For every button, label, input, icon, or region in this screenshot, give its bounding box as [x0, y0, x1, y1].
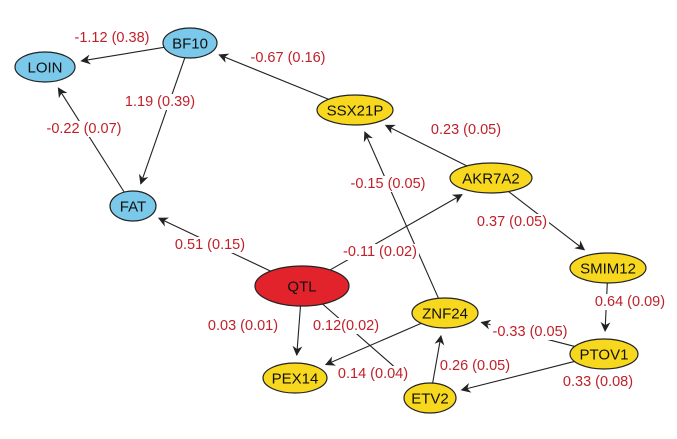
edge-arrow-qtl-to-pex14 — [292, 305, 303, 357]
edge-label-background — [205, 318, 281, 334]
edge-label-background — [341, 244, 419, 260]
edge-label-background — [44, 121, 124, 137]
edge-arrow-etv2-to-znf24 — [432, 334, 445, 384]
node-ellipse-loin — [14, 51, 76, 83]
node-pex14: PEX14 — [262, 362, 328, 394]
node-akr7a2: AKR7A2 — [449, 162, 533, 194]
edge-label-akr7a2-to-smim12: 0.37 (0.05) — [477, 214, 547, 230]
node-label-bf10: BF10 — [172, 36, 208, 53]
node-label-loin: LOIN — [27, 60, 62, 77]
edge-label-background — [310, 318, 382, 334]
edge-label-znf24-to-pex14: 0.14 (0.04) — [338, 366, 408, 382]
edge-label-fat-to-loin: -0.22 (0.07) — [47, 121, 122, 137]
edge-label-background — [172, 237, 248, 253]
node-znf24: ZNF24 — [411, 297, 479, 329]
node-label-znf24: ZNF24 — [422, 306, 468, 323]
edge-label-background — [248, 50, 328, 66]
node-ssx21p: SSX21P — [316, 94, 394, 126]
node-ellipse-fat — [109, 190, 157, 222]
node-smim12: SMIM12 — [569, 252, 647, 284]
node-ellipse-akr7a2 — [449, 162, 533, 194]
edge-label-background — [490, 324, 570, 340]
edge-arrow-znf24-to-ssx21p — [363, 131, 439, 299]
node-ellipse-ssx21p — [316, 94, 394, 126]
edge-label-znf24-to-ssx21p: -0.15 (0.05) — [351, 176, 426, 192]
edge-label-ptov1-to-znf24: -0.33 (0.05) — [493, 324, 568, 340]
node-label-fat: FAT — [120, 199, 146, 216]
node-bf10: BF10 — [162, 27, 218, 59]
edge-label-bf10-to-fat: 1.19 (0.39) — [125, 94, 195, 110]
edge-label-background — [122, 94, 198, 110]
node-label-qtl: QTL — [287, 279, 316, 296]
edge-label-bf10-to-loin: -1.12 (0.38) — [75, 30, 150, 46]
edge-arrow-ssx21p-to-bf10 — [218, 53, 329, 100]
edge-label-qtl-to-fat: 0.51 (0.15) — [175, 237, 245, 253]
node-ellipse-ptov1 — [569, 338, 639, 370]
edge-arrow-znf24-to-pex14 — [324, 322, 422, 366]
edge-label-background — [348, 176, 428, 192]
node-label-smim12: SMIM12 — [580, 261, 636, 278]
node-label-pex14: PEX14 — [272, 371, 319, 388]
edge-label-background — [474, 214, 550, 230]
node-ellipse-znf24 — [411, 297, 479, 329]
node-label-ptov1: PTOV1 — [580, 347, 629, 364]
node-label-etv2: ETV2 — [411, 391, 449, 408]
node-ptov1: PTOV1 — [569, 338, 639, 370]
edge-label-qtl-to-pex14: 0.03 (0.01) — [208, 318, 278, 334]
node-etv2: ETV2 — [403, 382, 457, 414]
edge-label-ptov1-to-etv2: 0.33 (0.08) — [563, 374, 633, 390]
edge-label-ssx21p-to-bf10: -0.67 (0.16) — [251, 50, 326, 66]
node-ellipse-pex14 — [262, 362, 328, 394]
edge-label-qtl-to-akr7a2: -0.11 (0.02) — [343, 244, 417, 260]
edge-label-akr7a2-to-ssx21p: 0.23 (0.05) — [431, 122, 501, 138]
edge-label-background — [72, 30, 152, 46]
edge-label-background — [592, 294, 668, 310]
edge-label-etv2-to-znf24: 0.26 (0.05) — [440, 358, 510, 374]
edge-label-smim12-to-ptov1: 0.64 (0.09) — [595, 294, 665, 310]
node-ellipse-smim12 — [569, 252, 647, 284]
node-qtl: QTL — [254, 265, 350, 307]
edge-arrow-bf10-to-loin — [80, 46, 165, 65]
node-label-ssx21p: SSX21P — [327, 103, 384, 120]
edge-arrow-bf10-to-fat — [139, 57, 186, 185]
edge-arrow-fat-to-loin — [57, 87, 125, 193]
node-loin: LOIN — [14, 51, 76, 83]
node-ellipse-qtl — [254, 265, 350, 307]
node-ellipse-bf10 — [162, 27, 218, 59]
edge-label-background — [437, 358, 513, 374]
edge-arrow-ptov1-to-etv2 — [460, 360, 575, 393]
edge-label-background — [335, 366, 411, 382]
edge-labels-layer: -1.12 (0.38) 1.19 (0.39)-0.22 (0.07) -0.67… — [44, 30, 668, 390]
edge-label-background — [560, 374, 636, 390]
node-fat: FAT — [109, 190, 157, 222]
edge-arrow-akr7a2-to-ssx21p — [384, 124, 468, 167]
edge-label-qtl-to-etv2: 0.12(0.02) — [313, 318, 379, 334]
node-label-akr7a2: AKR7A2 — [462, 171, 520, 188]
node-ellipse-etv2 — [403, 382, 457, 414]
edge-label-background — [428, 122, 504, 138]
